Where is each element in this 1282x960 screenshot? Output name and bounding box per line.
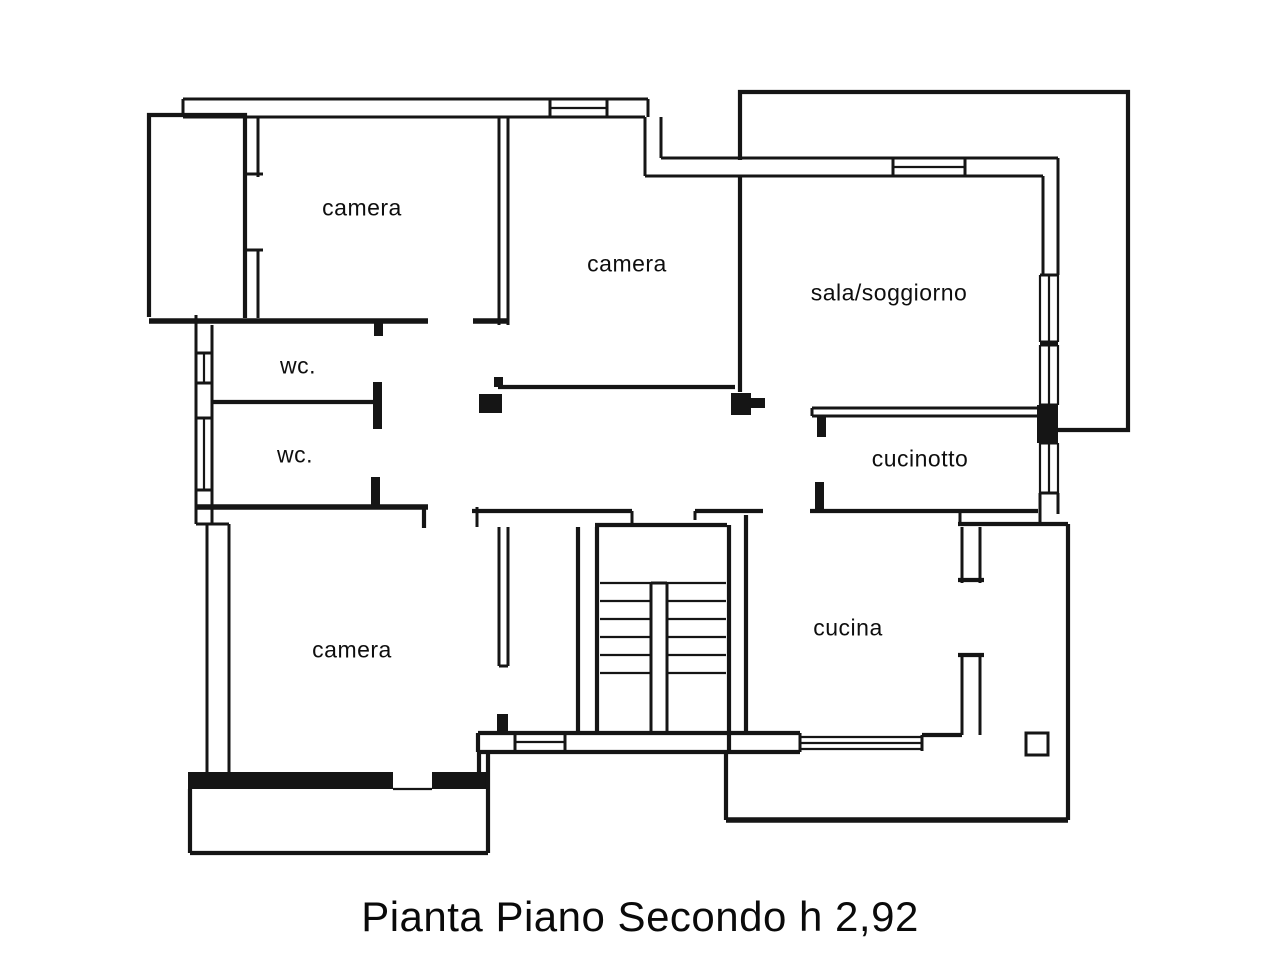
door-jamb bbox=[373, 382, 382, 429]
window-wc1-west bbox=[196, 351, 212, 385]
door-jamb bbox=[817, 416, 826, 437]
window-north bbox=[548, 99, 609, 117]
pillar bbox=[479, 394, 502, 413]
balcony-top-left bbox=[146, 112, 248, 318]
door-jamb bbox=[497, 714, 508, 733]
room-label-cucina: cucina bbox=[813, 614, 883, 641]
stair-divider bbox=[649, 581, 669, 733]
wall-closet bbox=[575, 527, 600, 733]
wall-cucinotto-north bbox=[810, 406, 1037, 511]
room-label-camera-sw: camera bbox=[312, 636, 392, 663]
room-label-camera-nw: camera bbox=[322, 194, 402, 221]
wall-wc2-south bbox=[196, 477, 428, 528]
door-jamb bbox=[494, 377, 503, 387]
wall-camera-sw bbox=[205, 524, 510, 772]
window-sala-north bbox=[891, 158, 967, 176]
window-stair-south bbox=[513, 733, 567, 752]
room-label-camera-n: camera bbox=[587, 250, 667, 277]
door-jamb bbox=[371, 477, 380, 507]
door-jamb bbox=[751, 398, 765, 408]
room-label-wc-1: wc. bbox=[280, 352, 316, 379]
pillar bbox=[731, 393, 751, 415]
caption: Pianta Piano Secondo h 2,92 bbox=[361, 893, 919, 940]
window-wc2-west bbox=[196, 416, 212, 492]
exterior-wall-sala-north bbox=[645, 156, 1058, 178]
window-sala-east-upper bbox=[1038, 273, 1060, 344]
balcony-bottom-left bbox=[187, 750, 491, 856]
window-cucina-south bbox=[798, 733, 924, 752]
shaft bbox=[1024, 731, 1050, 757]
exterior-wall-north bbox=[181, 97, 663, 176]
wall-camera-nw-south bbox=[149, 318, 509, 336]
wall-wc-divider bbox=[212, 382, 382, 429]
wall-corridor-north bbox=[479, 377, 765, 415]
wall-corridor-south bbox=[472, 507, 1068, 528]
window-cucinotto-east bbox=[1038, 441, 1060, 495]
exterior-wall-west bbox=[194, 315, 229, 526]
terrace-bottom-right bbox=[723, 524, 1071, 823]
wall-pier bbox=[1037, 405, 1058, 443]
door-jamb bbox=[374, 323, 383, 336]
balcony-door-jambs bbox=[245, 117, 263, 318]
room-label-wc-2: wc. bbox=[277, 441, 313, 468]
room-label-sala-soggiorno: sala/soggiorno bbox=[810, 279, 968, 306]
wall-cucina bbox=[743, 515, 984, 752]
exterior-wall-east bbox=[1037, 158, 1060, 524]
door-jamb bbox=[815, 482, 824, 511]
terrace-right bbox=[737, 89, 1131, 433]
staircase bbox=[600, 525, 732, 752]
room-label-cucinotto: cucinotto bbox=[871, 445, 969, 472]
wall-camera-divider bbox=[497, 117, 510, 325]
